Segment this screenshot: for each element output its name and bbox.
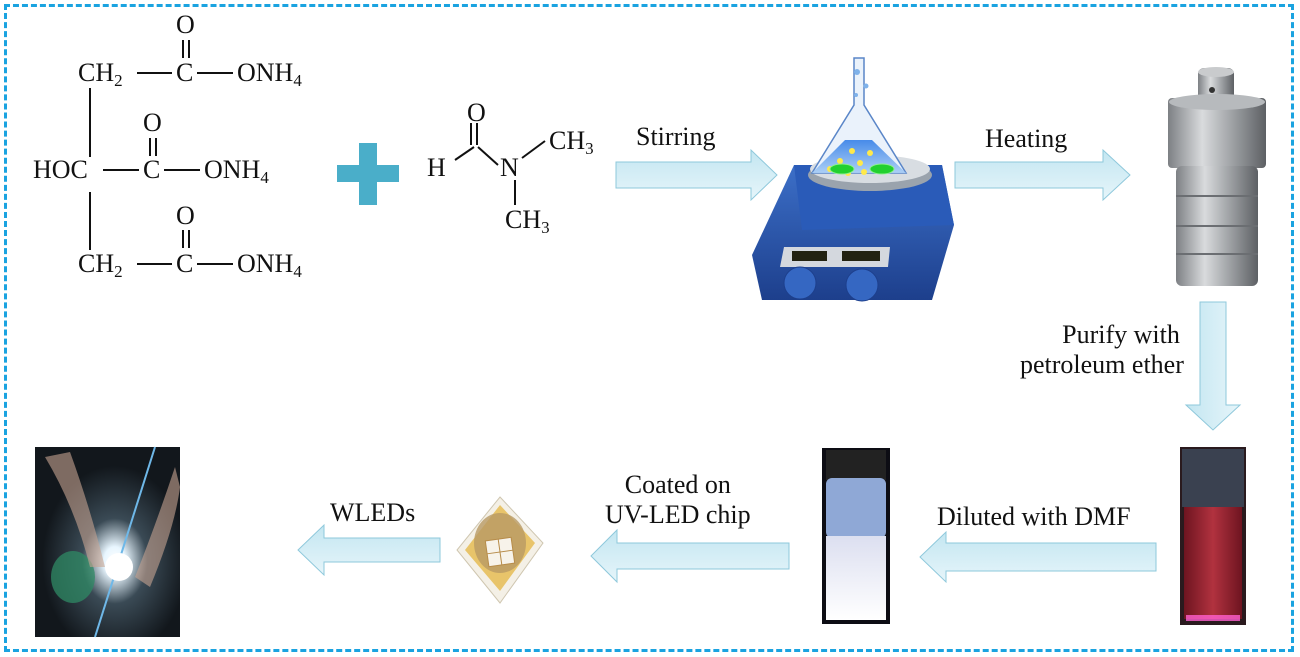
dmf-hydrogen: H xyxy=(427,153,446,182)
ammonium-group: ONH4 xyxy=(237,58,302,90)
carbonyl-carbon: C xyxy=(143,155,161,184)
ch2-group: CH2 xyxy=(78,249,123,281)
carbonyl-oxygen: O xyxy=(143,108,162,137)
carbonyl-oxygen: O xyxy=(176,10,195,39)
plus-icon xyxy=(337,143,399,205)
red-vial-image xyxy=(1180,447,1246,625)
magnetic-stirrer-image xyxy=(752,57,954,302)
carbonyl-oxygen: O xyxy=(176,201,195,230)
arrow-purify xyxy=(1184,301,1242,431)
dashed-border-frame xyxy=(4,4,1294,652)
step-label-stirring: Stirring xyxy=(636,122,716,151)
ammonium-group: ONH4 xyxy=(204,155,269,187)
arrow-wleds xyxy=(297,523,441,577)
hoc-group: HOC xyxy=(33,155,88,184)
ch2-group: CH2 xyxy=(78,58,123,90)
carbonyl-carbon: C xyxy=(176,249,194,278)
arrow-diluted xyxy=(919,530,1157,584)
white-vial-image xyxy=(822,448,890,624)
uv-led-chip-image xyxy=(456,496,544,604)
step-label-purify: Purify with petroleum ether xyxy=(1020,320,1184,379)
carbonyl-carbon: C xyxy=(176,58,194,87)
arrow-stirring xyxy=(615,148,778,202)
step-label-heating: Heating xyxy=(985,124,1068,153)
dmf-nitrogen: N xyxy=(500,153,519,182)
step-label-diluted: Diluted with DMF xyxy=(937,502,1131,531)
step-label-coated: Coated on UV-LED chip xyxy=(605,470,751,529)
autoclave-image xyxy=(1168,67,1266,286)
dmf-methyl: CH3 xyxy=(549,126,594,158)
step-label-wleds: WLEDs xyxy=(330,498,416,527)
arrow-coated xyxy=(590,528,790,584)
dmf-oxygen: O xyxy=(467,98,486,127)
arrow-heating xyxy=(954,148,1131,202)
glowing-wled-image xyxy=(35,446,180,638)
ammonium-group: ONH4 xyxy=(237,249,302,281)
dmf-methyl: CH3 xyxy=(505,205,550,237)
